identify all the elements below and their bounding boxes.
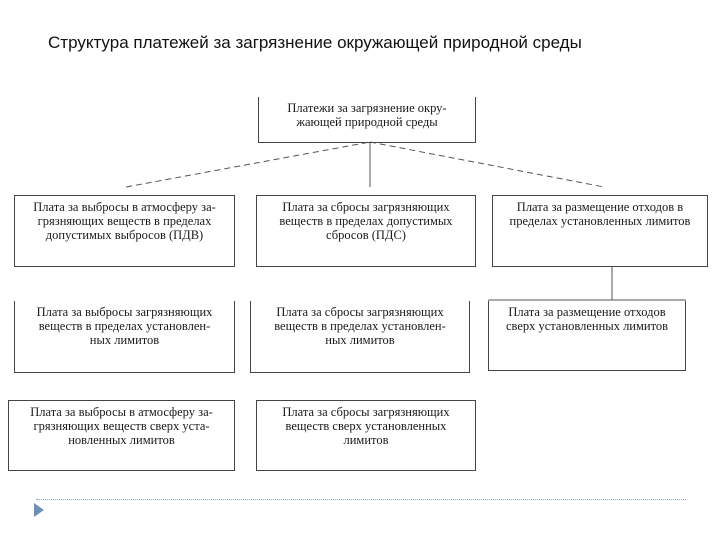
discharge-pds-label: Плата за сбросы загрязняющих веществ в п… — [279, 200, 453, 242]
waste-over-limits-label: Плата за размещение отходов сверх устано… — [505, 305, 669, 333]
triangle-right-icon[interactable] — [34, 503, 44, 517]
footer-divider — [36, 499, 686, 500]
atmosphere-over-limits-box: Плата за выбросы в атмосферу за- грязняю… — [8, 400, 235, 471]
atmosphere-over-limits-label: Плата за выбросы в атмосферу за- грязняю… — [30, 405, 213, 447]
emission-within-limits-label: Плата за выбросы загрязняющих веществ в … — [36, 305, 213, 347]
discharge-over-limits-label: Плата за сбросы загрязняющих веществ све… — [282, 405, 450, 447]
waste-within-limits-box: Плата за размещение отходов в пределах у… — [492, 195, 708, 267]
slide-title: Структура платежей за загрязнение окружа… — [48, 33, 582, 52]
atmosphere-pdv-label: Плата за выбросы в атмосферу за- грязняю… — [33, 200, 216, 242]
discharge-over-limits-box: Плата за сбросы загрязняющих веществ све… — [256, 400, 476, 471]
discharge-within-limits-label: Плата за сбросы загрязняющих веществ в п… — [274, 305, 446, 347]
root-payments-label: Платежи за загрязнение окру- жающей прир… — [287, 101, 447, 129]
atmosphere-pdv-box: Плата за выбросы в атмосферу за- грязняю… — [14, 195, 235, 267]
waste-within-limits-label: Плата за размещение отходов в пределах у… — [509, 200, 691, 228]
discharge-pds-box: Плата за сбросы загрязняющих веществ в п… — [256, 195, 476, 267]
discharge-within-limits-box: Плата за сбросы загрязняющих веществ в п… — [250, 301, 470, 373]
waste-over-limits-box: Плата за размещение отходов сверх устано… — [488, 301, 686, 371]
emission-within-limits-box: Плата за выбросы загрязняющих веществ в … — [14, 301, 235, 373]
root-payments-box: Платежи за загрязнение окру- жающей прир… — [258, 97, 476, 143]
left-dashed-connector — [125, 141, 371, 188]
right-dashed-connector — [369, 141, 605, 188]
